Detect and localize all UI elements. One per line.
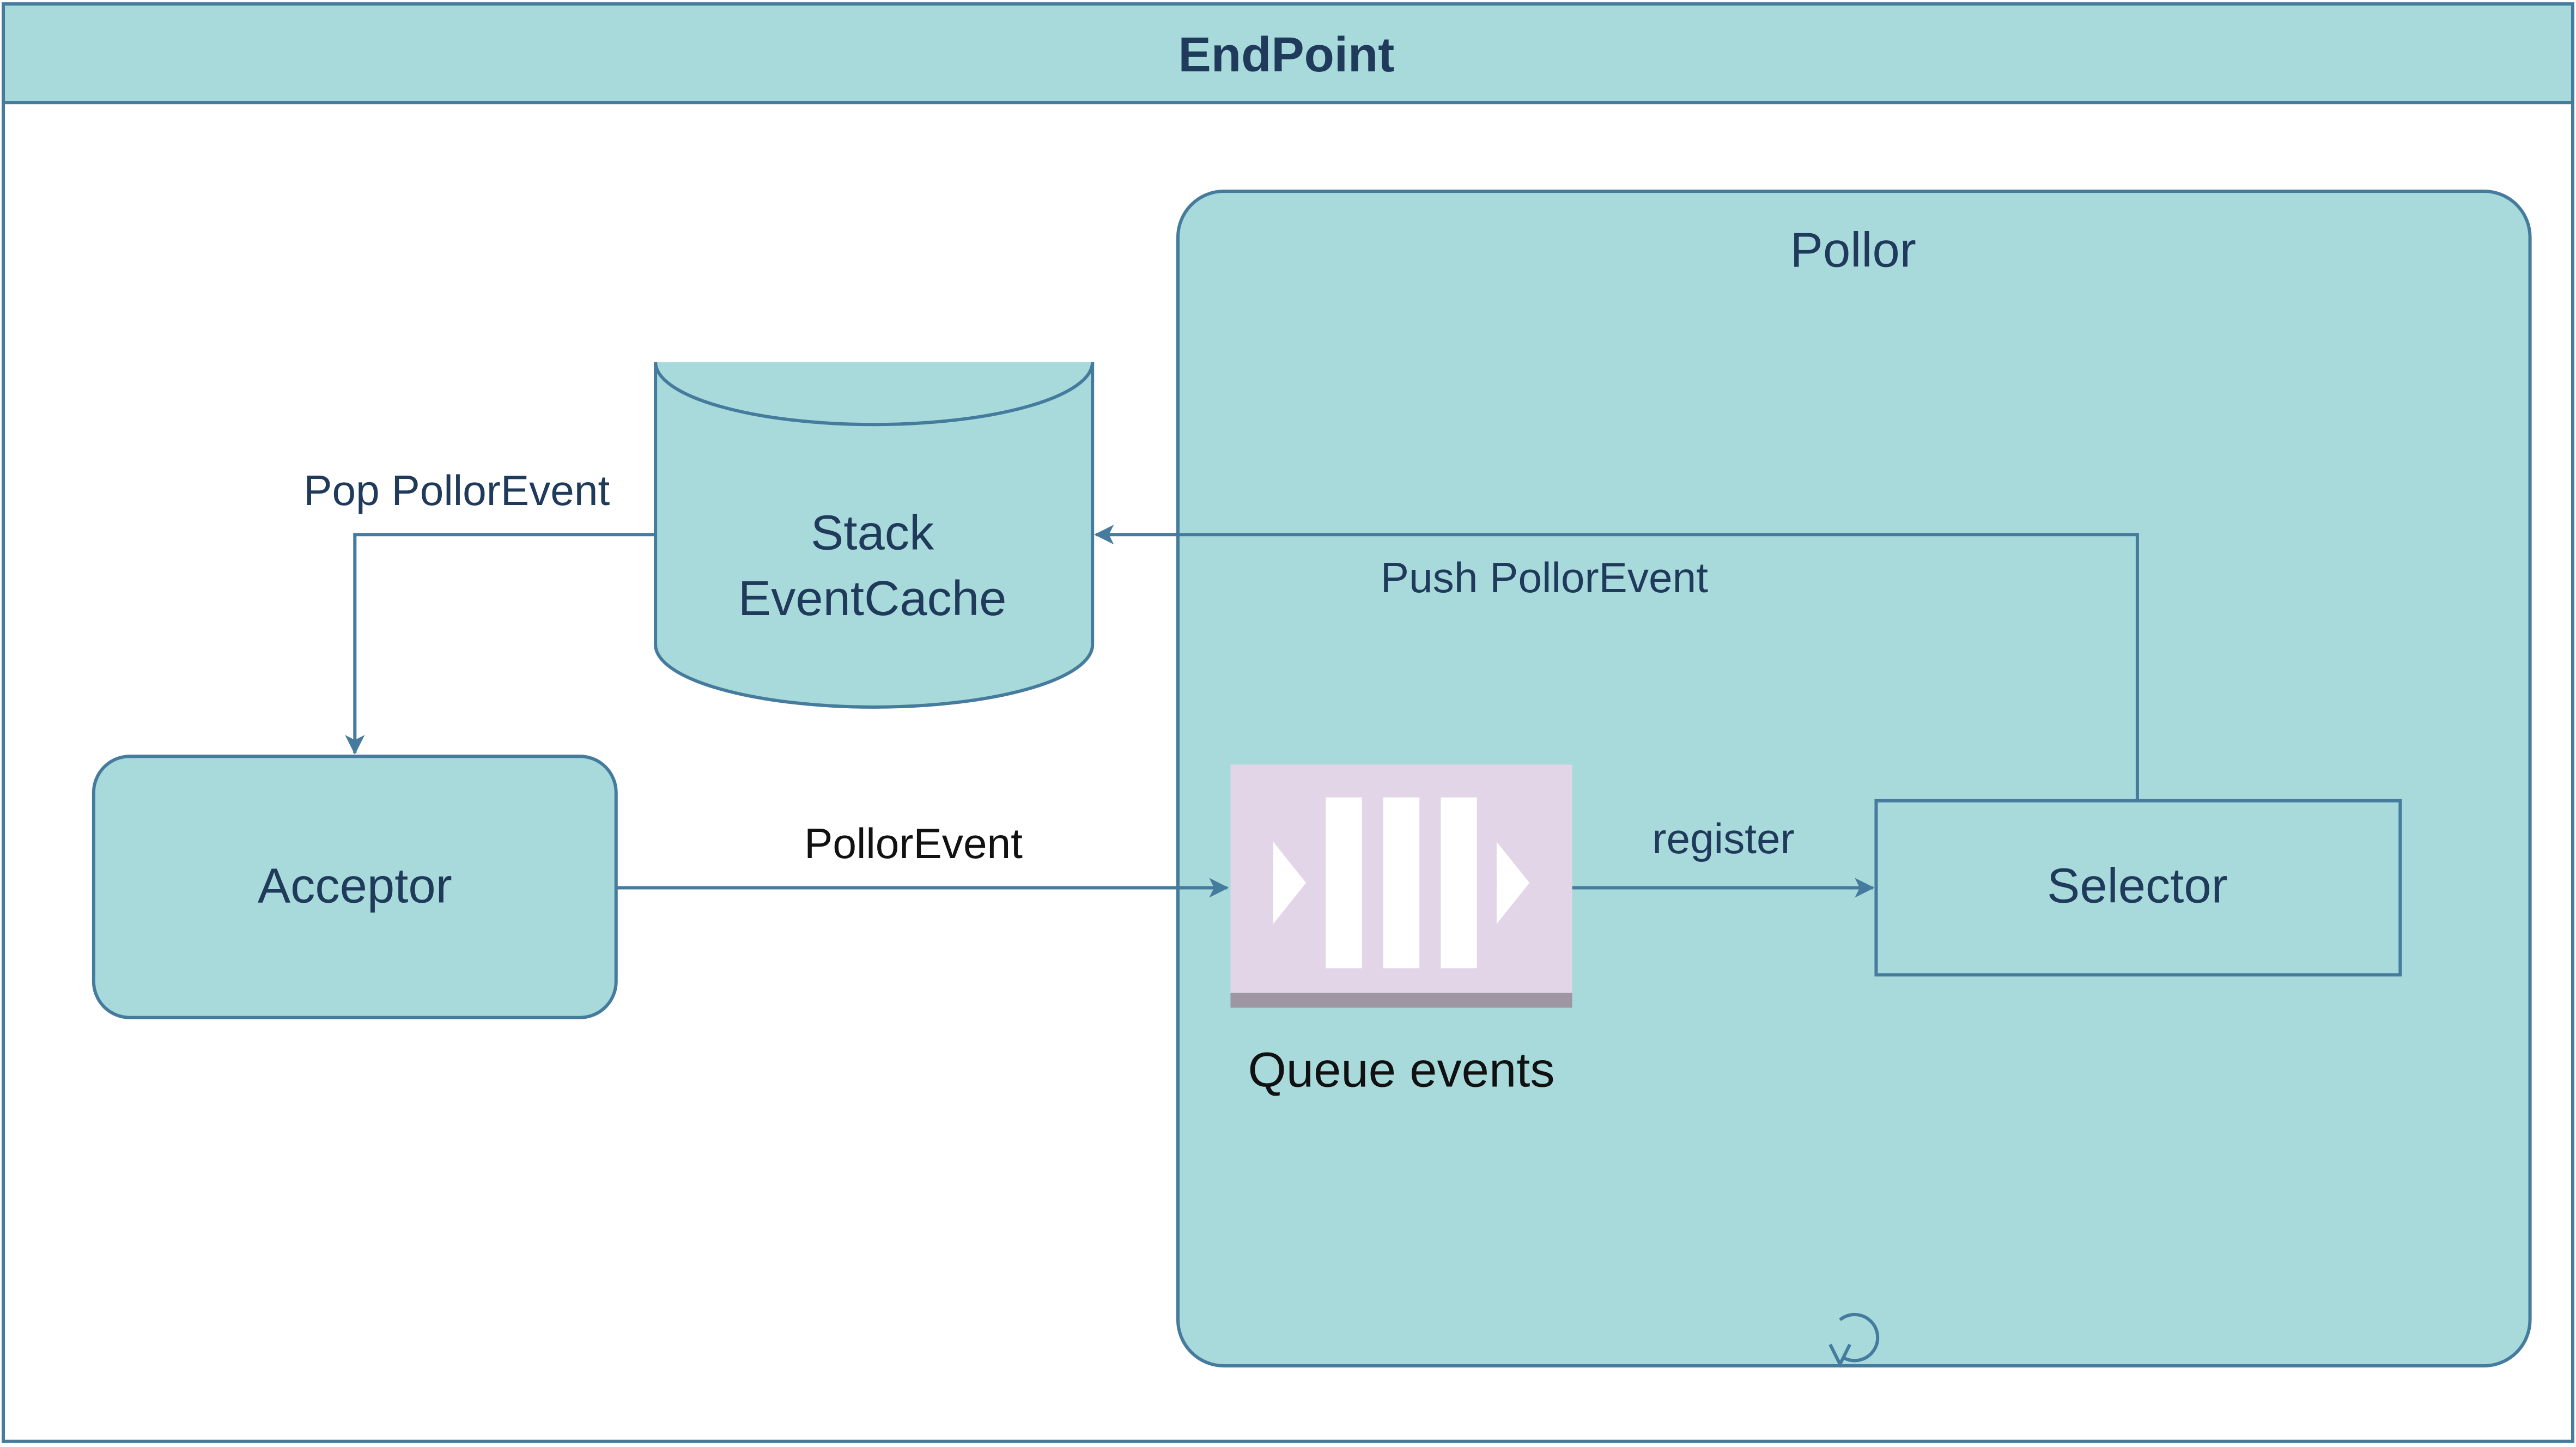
queue-icon bbox=[1230, 764, 1572, 1008]
pollor-container bbox=[1176, 190, 2532, 1367]
selector-box bbox=[1874, 799, 2402, 977]
acceptor-label: Acceptor bbox=[258, 859, 452, 914]
endpoint-header bbox=[2, 2, 2574, 105]
pollor-title: Pollor bbox=[1790, 223, 1916, 278]
edge-push-pollor-event bbox=[1094, 525, 2139, 801]
edge-pollor-event-label: PollorEvent bbox=[804, 819, 1023, 867]
edge-register-label: register bbox=[1652, 814, 1794, 862]
edge-pop-label: Pop PollorEvent bbox=[303, 466, 610, 514]
acceptor-box bbox=[92, 755, 618, 1019]
event-cache-label-line2: EventCache bbox=[738, 571, 1007, 626]
edge-pop-pollor-event bbox=[345, 533, 656, 755]
loop-icon bbox=[1828, 1312, 1880, 1368]
endpoint-title: EndPoint bbox=[1178, 27, 1395, 82]
edge-push-label: Push PollorEvent bbox=[1381, 554, 1708, 601]
event-cache-cylinder bbox=[654, 362, 1095, 709]
event-cache-label-line1: Stack bbox=[811, 505, 934, 560]
queue-label: Queue events bbox=[1248, 1042, 1554, 1097]
selector-label: Selector bbox=[2047, 859, 2228, 914]
